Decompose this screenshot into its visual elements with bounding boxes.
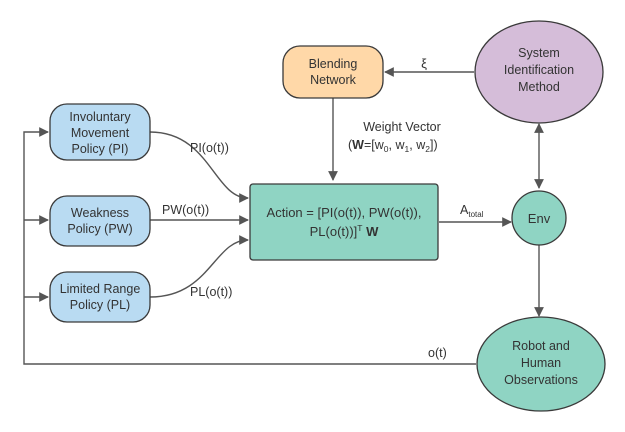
limited-range-policy-node: Limited Range Policy (PL) [49, 271, 151, 323]
blending-network-node: Blending Network [282, 45, 384, 99]
env-label: Env [528, 211, 551, 226]
weakness-policy-node: Weakness Policy (PW) [49, 195, 151, 247]
a-total-sub: total [468, 210, 483, 219]
action-label-line1: Action = [PI(o(t)), PW(o(t)), [267, 205, 422, 220]
system-identification-label-line3: Method [518, 80, 560, 94]
action-node: Action = [PI(o(t)), PW(o(t)), PL(o(t))]T… [249, 183, 439, 261]
weight-vector-formula: (W=[w0, w1, w2]) [348, 138, 438, 154]
wv-eq: =[w [364, 138, 385, 152]
system-identification-node: System Identification Method [474, 20, 604, 124]
involuntary-policy-label-line2: Movement [71, 126, 130, 140]
wv-open: ( [348, 138, 353, 152]
action-label-line2: PL(o(t))]T W [310, 223, 380, 239]
system-identification-shape [474, 20, 604, 124]
weight-vector-title: Weight Vector [363, 120, 441, 134]
edge-pl-to-action [149, 235, 249, 298]
a-total-label: Atotal [460, 203, 484, 219]
robot-human-observations-node: Robot and Human Observations [476, 316, 606, 412]
system-identification-label-line2: Identification [504, 63, 574, 77]
robot-observations-label-line2: Human [521, 356, 561, 370]
action-line2-sup: T [357, 223, 362, 233]
edge-observation-feedback [23, 127, 476, 365]
wv-sep1: , w [389, 138, 406, 152]
involuntary-movement-policy-shape [49, 103, 151, 161]
action-shape [249, 183, 439, 261]
env-node: Env [511, 190, 567, 246]
pw-edge-label: PW(o(t)) [162, 203, 209, 217]
action-line2-main: PL(o(t))] [310, 224, 358, 239]
action-line2-bold-w: W [366, 224, 379, 239]
weight-vector-annotation: Weight Vector (W=[w0, w1, w2]) [348, 120, 441, 154]
xi-label: ξ [421, 56, 427, 71]
blending-network-label-line1: Blending [309, 57, 358, 71]
blending-network-label-line2: Network [310, 73, 357, 87]
robot-human-observations-shape [476, 316, 606, 412]
involuntary-policy-label-line1: Involuntary [69, 110, 131, 124]
system-identification-label-line1: System [518, 46, 560, 60]
robot-observations-label-line3: Observations [504, 373, 578, 387]
involuntary-movement-policy-node: Involuntary Movement Policy (PI) [49, 103, 151, 161]
weakness-policy-shape [49, 195, 151, 247]
limited-range-policy-label-line1: Limited Range [60, 282, 141, 296]
limited-range-policy-shape [49, 271, 151, 323]
wv-sub2: 2 [425, 144, 430, 154]
edge-pi-to-action [149, 131, 249, 203]
edges [23, 67, 544, 365]
limited-range-policy-label-line2: Policy (PL) [70, 298, 130, 312]
involuntary-policy-label-line3: Policy (PI) [72, 142, 129, 156]
wv-sep2: , w [409, 138, 426, 152]
wv-sub1: 1 [405, 144, 410, 154]
wv-close: ]) [430, 138, 438, 152]
wv-bold-w: W [352, 138, 364, 152]
pi-edge-label: PI(o(t)) [190, 141, 229, 155]
pl-edge-label: PL(o(t)) [190, 285, 232, 299]
blending-network-shape [282, 45, 384, 99]
edge-labels: ξ PI(o(t)) PW(o(t)) PL(o(t)) o(t) Atotal [162, 56, 484, 360]
weakness-policy-label-line2: Policy (PW) [67, 222, 132, 236]
wv-sub0: 0 [384, 144, 389, 154]
env-shape [511, 190, 567, 246]
a-total-main: A [460, 203, 469, 217]
weakness-policy-label-line1: Weakness [71, 206, 129, 220]
observation-edge-label: o(t) [428, 346, 447, 360]
robot-observations-label-line1: Robot and [512, 339, 570, 353]
